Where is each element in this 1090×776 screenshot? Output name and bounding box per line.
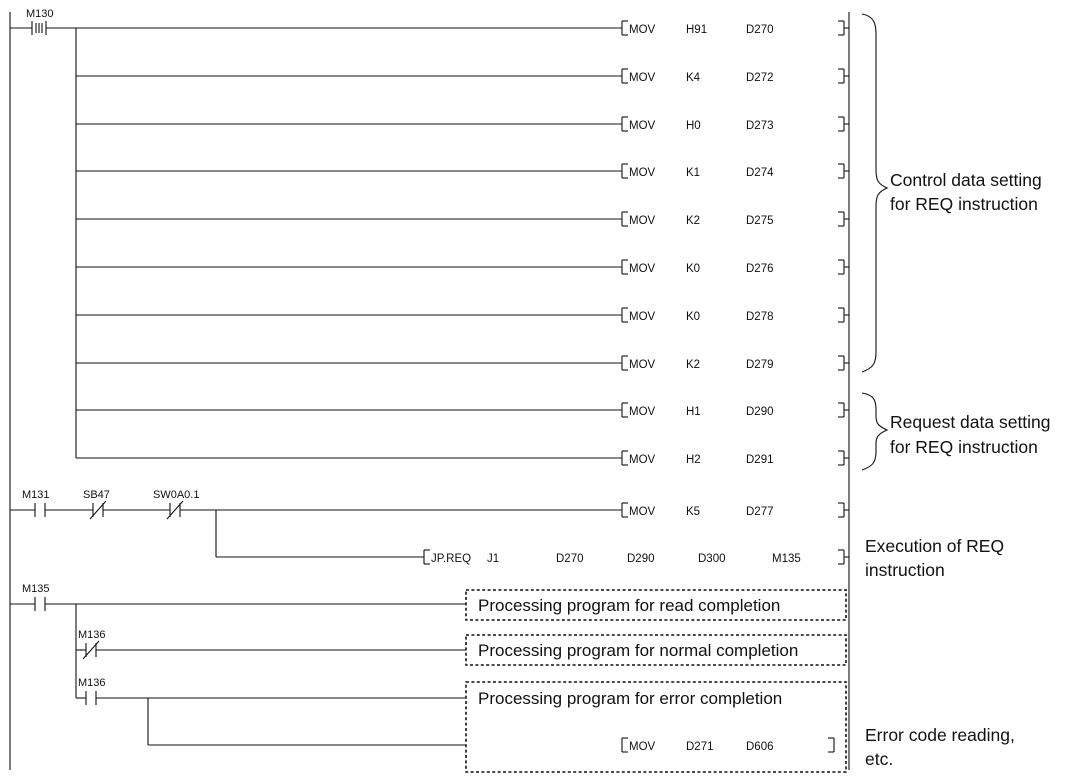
note-exec-line1: Execution of REQ [865,536,1004,556]
mov-source: K2 [686,359,700,371]
mov-dest: D270 [746,24,774,36]
mov-dest: D278 [746,311,774,323]
mov-op: MOV [629,215,656,227]
mov-error-source: D271 [686,741,714,753]
mov-dest: D274 [746,167,774,179]
contact-sb47: SB47 [83,489,170,520]
mov-op: MOV [629,72,656,84]
mov-source: K0 [686,311,700,323]
contact-label-m136-nc: M136 [78,629,106,641]
contact-label-sb47: SB47 [83,489,110,501]
mov-dest: D276 [746,263,774,275]
note-request-line1: Request data setting [890,412,1051,432]
mov-source: K0 [686,263,700,275]
processing-normal-text: Processing program for normal completion [478,641,798,660]
contact-m130: M130 [10,8,76,35]
note-control-line2: for REQ instruction [890,194,1038,214]
mov-source: K4 [686,72,701,84]
contact-m131: M131 [10,489,93,517]
mov-rung: MOV K2 D279 [76,355,849,371]
mov-rung: MOV H91 D270 [76,20,849,36]
mov-rung: MOV K0 D276 [76,259,849,275]
mov-rung: MOV K0 D278 [76,307,849,323]
mov-k5-op: MOV [629,506,656,518]
req-d2: M135 [772,553,801,565]
mov-op: MOV [629,406,656,418]
mov-rung: MOV K1 D274 [76,163,849,179]
mov-dest: D291 [746,454,774,466]
mov-dest: D275 [746,215,774,227]
note-control-line1: Control data setting [890,170,1042,190]
note-request-line2: for REQ instruction [890,437,1038,457]
mov-source: H1 [686,406,701,418]
mov-op: MOV [629,167,656,179]
mov-source: H2 [686,454,701,466]
mov-dest: D272 [746,72,774,84]
req-s2: D290 [627,553,655,565]
mov-rung: MOV H2 D291 [76,450,849,466]
mov-k5-source: K5 [686,506,700,518]
contact-label-m131: M131 [22,489,50,501]
contact-label-m135: M135 [22,583,50,595]
contact-label-m136-no: M136 [78,677,106,689]
contact-sw0a0-1: SW0A0.1 [153,489,216,520]
contact-label-m130: M130 [26,8,54,20]
contact-m136-nc: M136 [76,629,466,660]
processing-read-box: Processing program for read completion [465,589,847,621]
mov-rung: MOV K2 D275 [76,211,849,227]
mov-op: MOV [629,24,656,36]
note-exec-line2: instruction [865,560,945,580]
contact-m135: M135 [10,583,466,611]
mov-dest: D279 [746,359,774,371]
req-s1: D270 [556,553,584,565]
mov-error-dest: D606 [746,741,774,753]
mov-op: MOV [629,454,656,466]
mov-error-op: MOV [629,741,656,753]
mov-op: MOV [629,263,656,275]
note-error-line1: Error code reading, [865,725,1015,745]
mov-rung: MOV H0 D273 [76,116,849,132]
mov-k5-rung: MOV K5 D277 [216,502,849,518]
req-d1: D300 [698,553,726,565]
mov-dest: D273 [746,120,774,132]
processing-error-text: Processing program for error completion [478,689,782,708]
mov-source: H0 [686,120,701,132]
note-error-line2: etc. [865,749,893,769]
mov-op: MOV [629,359,656,371]
contact-label-sw0a0-1: SW0A0.1 [153,489,199,501]
mov-source: K1 [686,167,700,179]
mov-dest: D290 [746,406,774,418]
mov-rung: MOV H1 D290 [76,402,849,418]
request-data-brace [861,392,889,471]
processing-error-box: Processing program for error completion [465,681,847,773]
processing-normal-box: Processing program for normal completion [465,634,847,666]
req-instruction-rung: JP.REQ J1 D270 D290 D300 M135 [215,510,849,565]
mov-source: K2 [686,215,700,227]
mov-op: MOV [629,120,656,132]
mov-k5-dest: D277 [746,506,774,518]
control-data-brace [861,13,889,373]
req-j: J1 [487,553,499,565]
req-op: JP.REQ [431,553,471,565]
contact-m136-no: M136 [76,677,466,705]
mov-error-code-rung: MOV D271 D606 [621,737,835,753]
mov-op: MOV [629,311,656,323]
mov-source: H91 [686,24,707,36]
mov-rung: MOV K4 D272 [76,68,849,84]
processing-read-text: Processing program for read completion [478,596,780,615]
